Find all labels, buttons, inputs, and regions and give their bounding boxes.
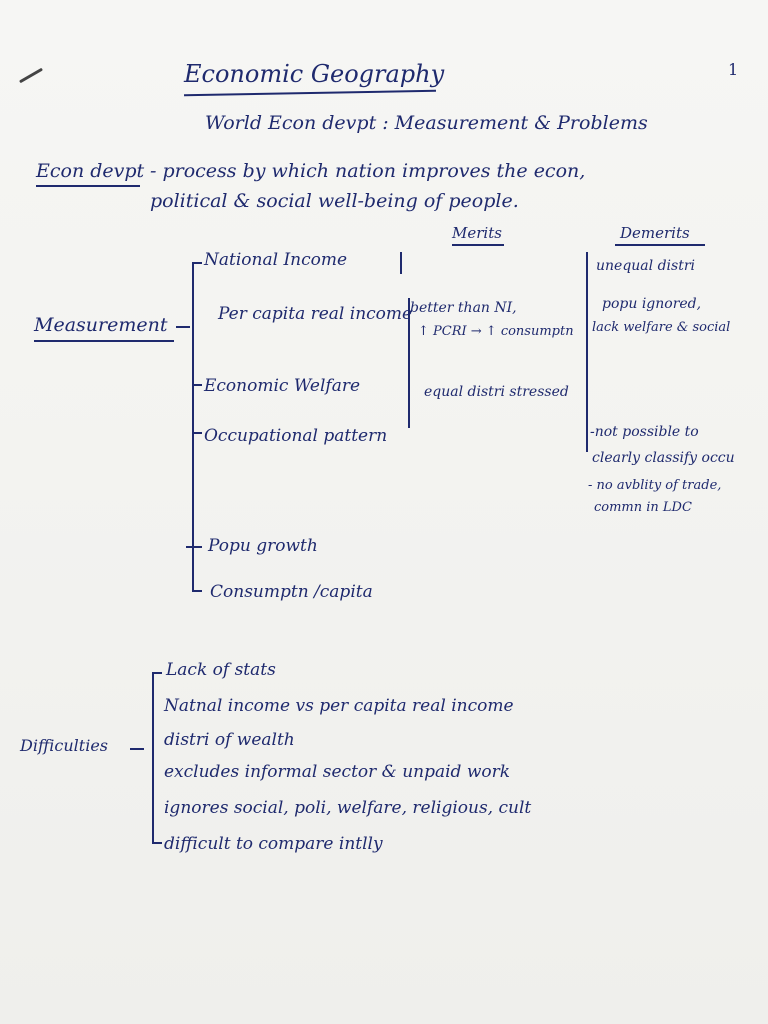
difficulty-item-3: distri of wealth [164, 730, 295, 750]
difficulty-item-1: Lack of stats [166, 660, 276, 680]
measurement-root: Measurement [34, 314, 168, 336]
demerit-bracket [586, 252, 588, 452]
merit-economic-welfare: equal distri stressed [424, 384, 569, 400]
merit-per-capita-1: better than NI, [410, 300, 517, 316]
page-title: Economic Geography [184, 60, 445, 88]
difficulty-item-6: difficult to compare intlly [164, 834, 383, 854]
difficulty-item-5: ignores social, poli, welfare, religious… [164, 798, 532, 818]
merit-per-capita-2: ↑ PCRI → ↑ consumptn [418, 324, 574, 339]
demerit-national-income: unequal distri [596, 258, 695, 274]
definition-line-2: political & social well-being of people. [150, 190, 519, 212]
demerits-header-underline [615, 244, 705, 246]
measurement-item-economic-welfare: Economic Welfare [204, 376, 361, 396]
demerit-occupational-1: -not possible to [590, 424, 699, 440]
demerit-per-capita-2: lack welfare & social [592, 320, 731, 335]
measurement-connector [176, 326, 190, 328]
measurement-item-national-income: National Income [204, 250, 348, 270]
demerit-occupational-2: clearly classify occu [592, 450, 735, 466]
measurement-root-underline [34, 340, 174, 342]
tick-5 [186, 546, 202, 548]
tick-3 [192, 384, 202, 386]
measurement-item-occupational: Occupational pattern [204, 426, 388, 446]
title-underline [184, 89, 436, 97]
demerit-occupational-3: - no avblity of trade, [588, 478, 722, 493]
difficulties-bracket [152, 672, 154, 844]
measurement-item-consumption: Consumptn /capita [210, 582, 373, 602]
tick-4 [192, 432, 202, 434]
merits-header: Merits [452, 224, 502, 242]
merit-bracket [408, 298, 410, 428]
page-subtitle: World Econ devpt : Measurement & Problem… [205, 112, 648, 134]
measurement-bracket [192, 262, 194, 592]
merits-header-underline [452, 244, 504, 246]
measurement-item-popu-growth: Popu growth [208, 536, 318, 556]
demerit-occupational-4: commn in LDC [594, 500, 692, 515]
pen-mark [18, 67, 44, 84]
tick-6 [192, 590, 202, 592]
merit-bracket-top [400, 252, 402, 274]
demerits-header: Demerits [620, 224, 690, 242]
difficulties-connector [130, 748, 144, 750]
definition-line-1: - process by which nation improves the e… [150, 160, 586, 182]
tick-1 [192, 262, 202, 264]
definition-term-underline [36, 185, 140, 187]
diff-tick-6 [152, 842, 162, 844]
measurement-item-per-capita: Per capita real income [218, 304, 413, 324]
page-number: 1 [728, 60, 739, 79]
difficulties-root: Difficulties [20, 736, 109, 755]
difficulty-item-4: excludes informal sector & unpaid work [164, 762, 511, 782]
definition-term: Econ devpt [36, 160, 145, 182]
demerit-per-capita-1: popu ignored, [602, 296, 702, 312]
difficulty-item-2: Natnal income vs per capita real income [164, 696, 514, 716]
diff-tick-1 [152, 672, 162, 674]
